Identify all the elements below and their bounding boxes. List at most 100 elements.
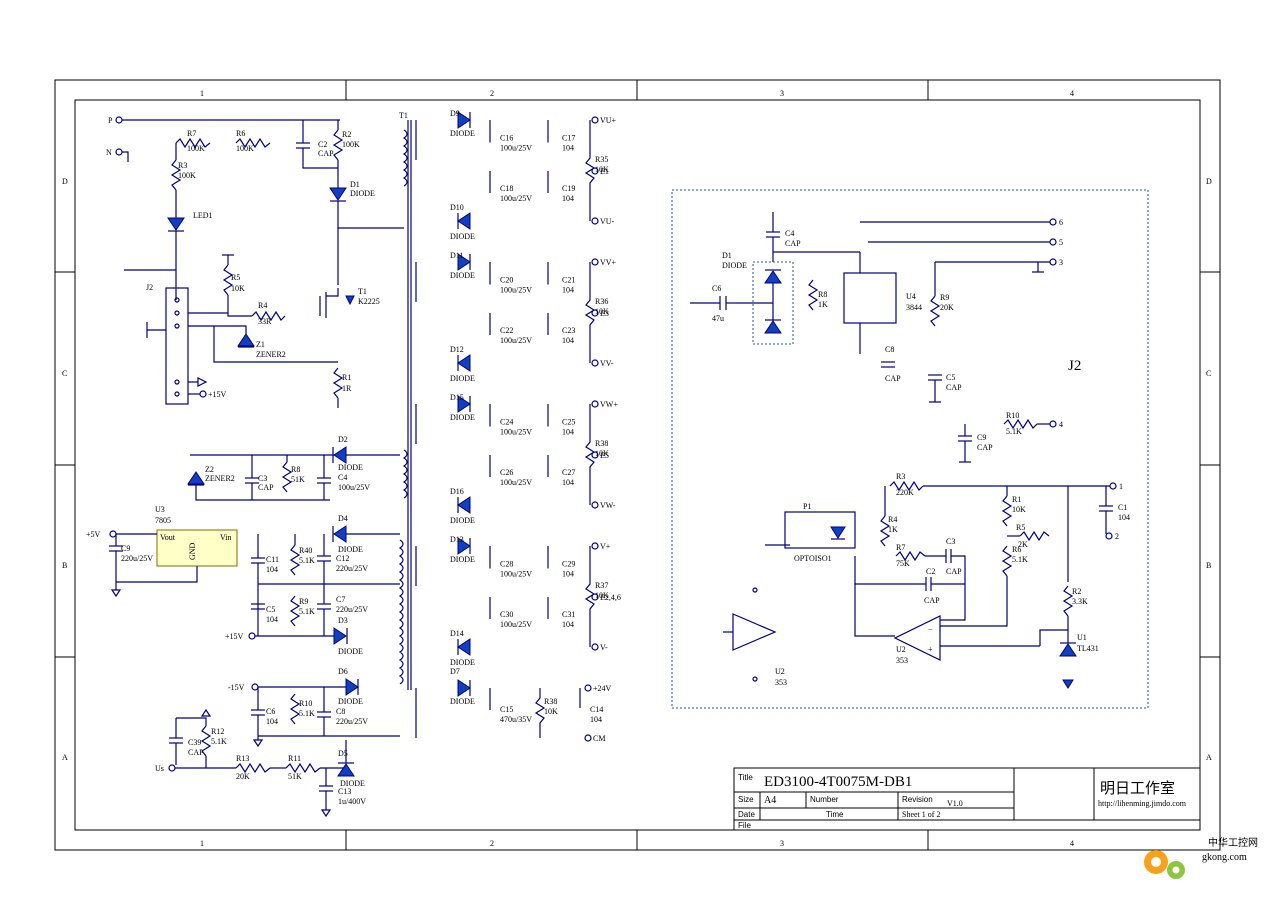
led1-diode <box>167 217 185 231</box>
ecap-ref-2-1: C26 <box>500 468 513 477</box>
u2-opamp <box>893 615 941 661</box>
rect-diode-top-3 <box>457 537 471 555</box>
r10r-val: 5.1K <box>1006 427 1022 436</box>
d2-val: DIODE <box>338 463 363 472</box>
time-label: Time <box>826 810 844 819</box>
inner-frame <box>74 99 1201 831</box>
c5r-val: CAP <box>946 383 962 392</box>
c9r-val: CAP <box>977 443 993 452</box>
resistor-r4r <box>879 515 891 547</box>
u1-ref: U1 <box>1077 633 1087 642</box>
diode-bottom-val-2: DIODE <box>450 516 475 525</box>
c4-val: 100u/25V <box>338 483 370 492</box>
z1-val: ZENER2 <box>256 350 286 359</box>
pin-6: 6 <box>1059 218 1063 227</box>
j2-connector <box>165 287 189 405</box>
c4r-ref: C4 <box>785 229 794 238</box>
port-15v-label: +15V <box>225 632 244 641</box>
ecap-ref-0-0: C16 <box>500 134 513 143</box>
z2-val: ZENER2 <box>205 474 235 483</box>
d7-val: DIODE <box>450 697 475 706</box>
d4-diode <box>333 525 347 543</box>
resistor-r9 <box>289 595 301 627</box>
resistor-r5r <box>1019 530 1050 542</box>
u4-val: 3844 <box>906 303 922 312</box>
gkong-watermark: 中华工控网 gkong.com <box>1144 836 1258 879</box>
c1r-ref: C1 <box>1118 503 1127 512</box>
d3-val: DIODE <box>338 647 363 656</box>
rect-diode-top-1 <box>457 253 471 271</box>
c12-val: 220u/25V <box>336 564 368 573</box>
ccap-val-0-0: 104 <box>562 144 574 153</box>
u2-ref: U2 <box>896 645 906 654</box>
c13-val: 1u/400V <box>338 797 366 806</box>
r9-ref: R9 <box>299 597 308 606</box>
ccap-ref-2-0: C25 <box>562 418 575 427</box>
r4r-ref: R4 <box>888 515 897 524</box>
c8-ref: C8 <box>336 707 345 716</box>
r8r-val: 1K <box>818 300 828 309</box>
studio-name: 明日工作室 <box>1100 780 1175 797</box>
c39-ref: C39 <box>188 738 201 747</box>
c13-ref: C13 <box>338 787 351 796</box>
c6-ref: C6 <box>266 707 275 716</box>
r10-ref: R10 <box>299 699 312 708</box>
d1r-val: DIODE <box>722 261 747 270</box>
revision-label: Revision <box>902 795 933 804</box>
zone-right-c: C <box>1206 369 1211 378</box>
ccap-val-0-1: 104 <box>562 194 574 203</box>
zone-top-2: 2 <box>490 89 494 98</box>
title-block: Title ED3100-4T0075M-DB1 Size A4 Number … <box>733 767 1201 831</box>
zone-right-b: B <box>1206 561 1211 570</box>
d5-ref: D5 <box>338 749 348 758</box>
resistor-r13 <box>235 762 271 774</box>
rectifier-outputs: D9DIODED10DIODEC16100u/25VC17104C18100u/… <box>415 109 621 743</box>
r8-ref: R8 <box>291 465 300 474</box>
c5-val: 104 <box>266 615 278 624</box>
ecap-val-1-1: 100u/25V <box>500 336 532 345</box>
diode-top-val-3: DIODE <box>450 555 475 564</box>
resistor-r8r <box>807 279 819 311</box>
number-label: Number <box>810 795 839 804</box>
gear-icon <box>1144 850 1185 879</box>
u3-ref: U3 <box>155 505 165 514</box>
u3-val: 7805 <box>155 516 171 525</box>
z2-zener <box>187 471 205 485</box>
output-cm: CM <box>593 734 605 743</box>
pin-5: 5 <box>1059 238 1063 247</box>
ecap-ref-3-1: C30 <box>500 610 513 619</box>
output-0-0: VU+ <box>600 116 617 125</box>
res-ref-2: R38 <box>595 439 608 448</box>
port-5v-label: +5V <box>86 530 101 539</box>
output-0-2: VU- <box>600 217 615 226</box>
t1-val: K2225 <box>358 297 380 306</box>
ecap-ref-1-1: C22 <box>500 326 513 335</box>
r1r-val: 10K <box>1012 505 1026 514</box>
d6-ref: D6 <box>338 667 348 676</box>
ecap-val-3-1: 100u/25V <box>500 620 532 629</box>
ecap-ref-1-0: C20 <box>500 276 513 285</box>
u3-gnd: GND <box>188 542 197 560</box>
r40-ref: R40 <box>299 546 312 555</box>
r13-val: 20K <box>236 772 250 781</box>
resistor-r5 <box>222 264 234 296</box>
watermark-en: gkong.com <box>1202 852 1247 863</box>
p1-ref-label: P1 <box>803 502 811 511</box>
transformer-ref: T1 <box>399 111 408 120</box>
ccap-ref-1-1: C23 <box>562 326 575 335</box>
output-3-2: V- <box>600 643 608 652</box>
ecap-val-2-1: 100u/25V <box>500 478 532 487</box>
j2-15v-label: +15V <box>208 390 227 399</box>
r5r-ref: R5 <box>1016 523 1025 532</box>
d1-val: DIODE <box>350 189 375 198</box>
led1-ref: LED1 <box>193 211 213 220</box>
zone-left-a: A <box>62 753 68 762</box>
j2-dashed-box <box>671 189 1149 709</box>
studio-url: http://lihenming.jimdo.com <box>1098 799 1187 808</box>
d6-diode <box>345 678 359 696</box>
res-ref-0: R35 <box>595 155 608 164</box>
ecap-val-1-0: 100u/25V <box>500 286 532 295</box>
pin-1: 1 <box>1119 482 1123 491</box>
c12-ref: C12 <box>336 554 349 563</box>
ecap-ref-2-0: C24 <box>500 418 513 427</box>
